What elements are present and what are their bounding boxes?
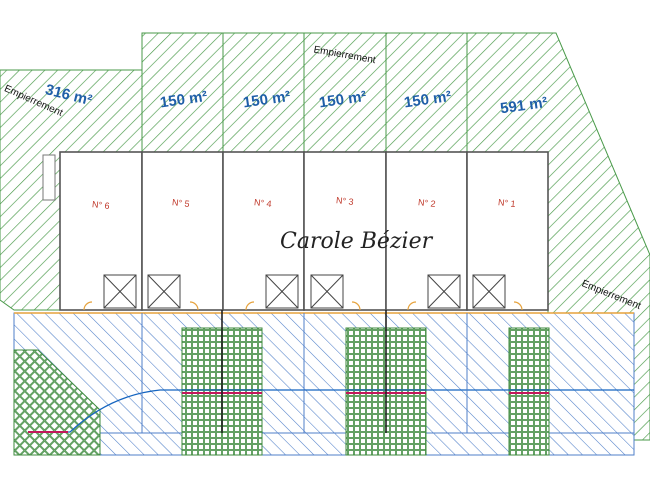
door-1 (513, 301, 523, 311)
stair-box-4 (265, 274, 299, 309)
unit-label-3: N° 3 (336, 195, 355, 207)
area-label-150-b: 150 m² (242, 88, 291, 111)
area-label-150-c: 150 m² (318, 88, 367, 111)
area-labels: 316 m² 150 m² 150 m² 150 m² 150 m² 591 m… (44, 81, 549, 117)
door-swings (83, 301, 523, 311)
stair-boxes (103, 274, 506, 309)
stair-box-5 (147, 274, 181, 309)
area-label-150-a: 150 m² (159, 88, 208, 111)
area-label-591: 591 m² (499, 94, 548, 117)
side-annex (42, 154, 56, 201)
door-3 (351, 301, 361, 311)
signature-watermark: Carole Bézier (280, 229, 434, 254)
unit-label-6: N° 6 (92, 199, 111, 211)
door-6 (83, 301, 93, 311)
unit-label-2: N° 2 (418, 197, 437, 209)
stair-box-1 (472, 274, 506, 309)
stair-box-3 (310, 274, 344, 309)
unit-3-box (303, 151, 387, 311)
unit-label-1: N° 1 (498, 197, 517, 209)
blue-path (30, 389, 634, 433)
door-5 (189, 301, 199, 311)
stair-box-6 (103, 274, 137, 309)
stair-box-2 (427, 274, 461, 309)
plot-150-c (303, 32, 387, 153)
unit-label-5: N° 5 (172, 197, 191, 209)
area-label-150-d: 150 m² (403, 88, 452, 111)
paving-block-3 (508, 327, 550, 456)
door-2 (407, 301, 417, 311)
plot-150-d (385, 32, 468, 153)
door-4 (245, 301, 255, 311)
plot-150-b (222, 32, 305, 153)
courtyard-lines (14, 310, 634, 433)
paving-left (13, 349, 101, 456)
unit-labels: N° 6 N° 5 N° 4 N° 3 N° 2 N° 1 (92, 195, 517, 211)
plot-150-a (141, 32, 224, 153)
unit-label-4: N° 4 (254, 197, 273, 209)
